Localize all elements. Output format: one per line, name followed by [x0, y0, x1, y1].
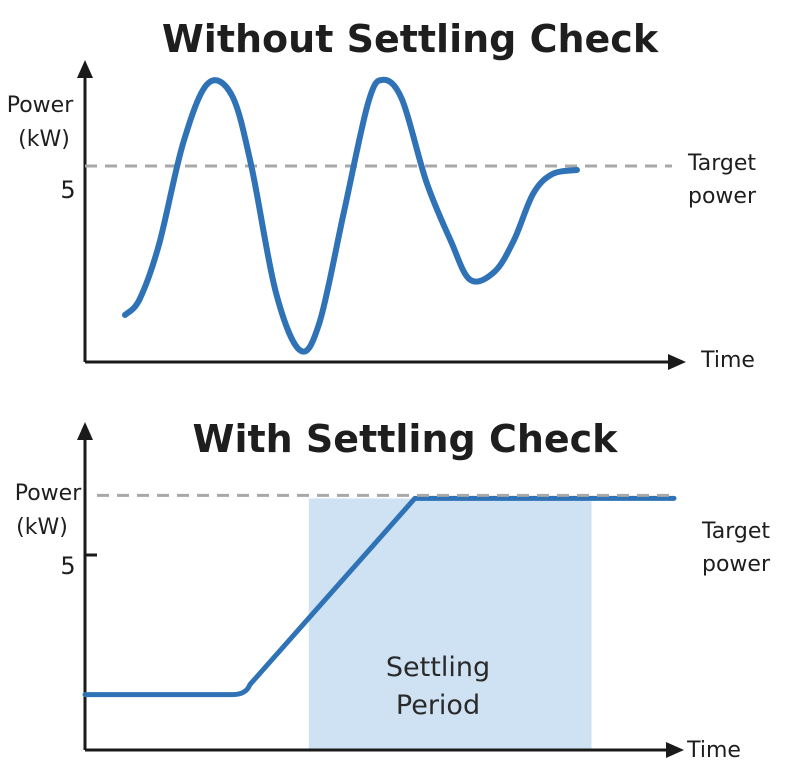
y-tick-label: 5	[60, 176, 75, 204]
target-label-line1: Target	[701, 519, 770, 544]
settling-period-region	[308, 498, 592, 750]
chart-with-settling-check: With Settling Check Power (kW) 5 Settlin…	[15, 417, 771, 763]
chart-title: With Settling Check	[193, 417, 619, 461]
settling-period-label-line1: Settling	[386, 652, 490, 683]
settling-period-label-line2: Period	[396, 690, 480, 721]
x-axis-label: Time	[700, 348, 755, 373]
y-axis-arrow	[77, 422, 93, 440]
power-series-line	[82, 495, 677, 698]
x-axis-arrow	[668, 354, 686, 370]
y-axis-label-line2: (kW)	[18, 127, 70, 152]
y-axis-arrow	[77, 60, 93, 78]
chart-title: Without Settling Check	[162, 17, 659, 61]
y-axis-label-line2: (kW)	[16, 515, 68, 540]
x-axis-arrow	[666, 742, 684, 758]
power-series-line	[122, 76, 580, 355]
y-tick-label: 5	[60, 552, 75, 580]
x-axis-label: Time	[686, 738, 741, 763]
target-label-line2: power	[688, 184, 757, 209]
y-axis-label-line1: Power	[15, 481, 82, 506]
target-label-line2: power	[702, 552, 771, 577]
chart-without-settling-check: Without Settling Check Power (kW) 5 Targ…	[7, 17, 757, 373]
y-axis-label-line1: Power	[7, 93, 74, 118]
target-label-line1: Target	[687, 151, 756, 176]
